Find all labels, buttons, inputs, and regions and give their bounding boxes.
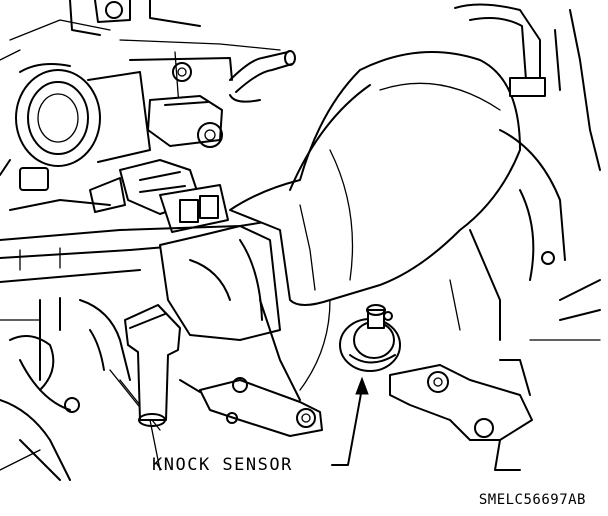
right-tubes — [449, 3, 601, 341]
mounting-bracket — [389, 359, 533, 471]
lower-linkage — [179, 299, 331, 437]
connector-cluster — [89, 95, 229, 233]
small-hose-upper — [229, 50, 296, 103]
intake-duct — [159, 51, 521, 341]
elbow-tube — [124, 304, 181, 427]
knock-sensor-label: KNOCK SENSOR — [152, 455, 293, 475]
knock-sensor-part — [339, 304, 401, 372]
figure-code: SMELC56697AB — [478, 492, 586, 508]
throttle-body — [0, 19, 151, 191]
callout-leader — [331, 376, 369, 466]
